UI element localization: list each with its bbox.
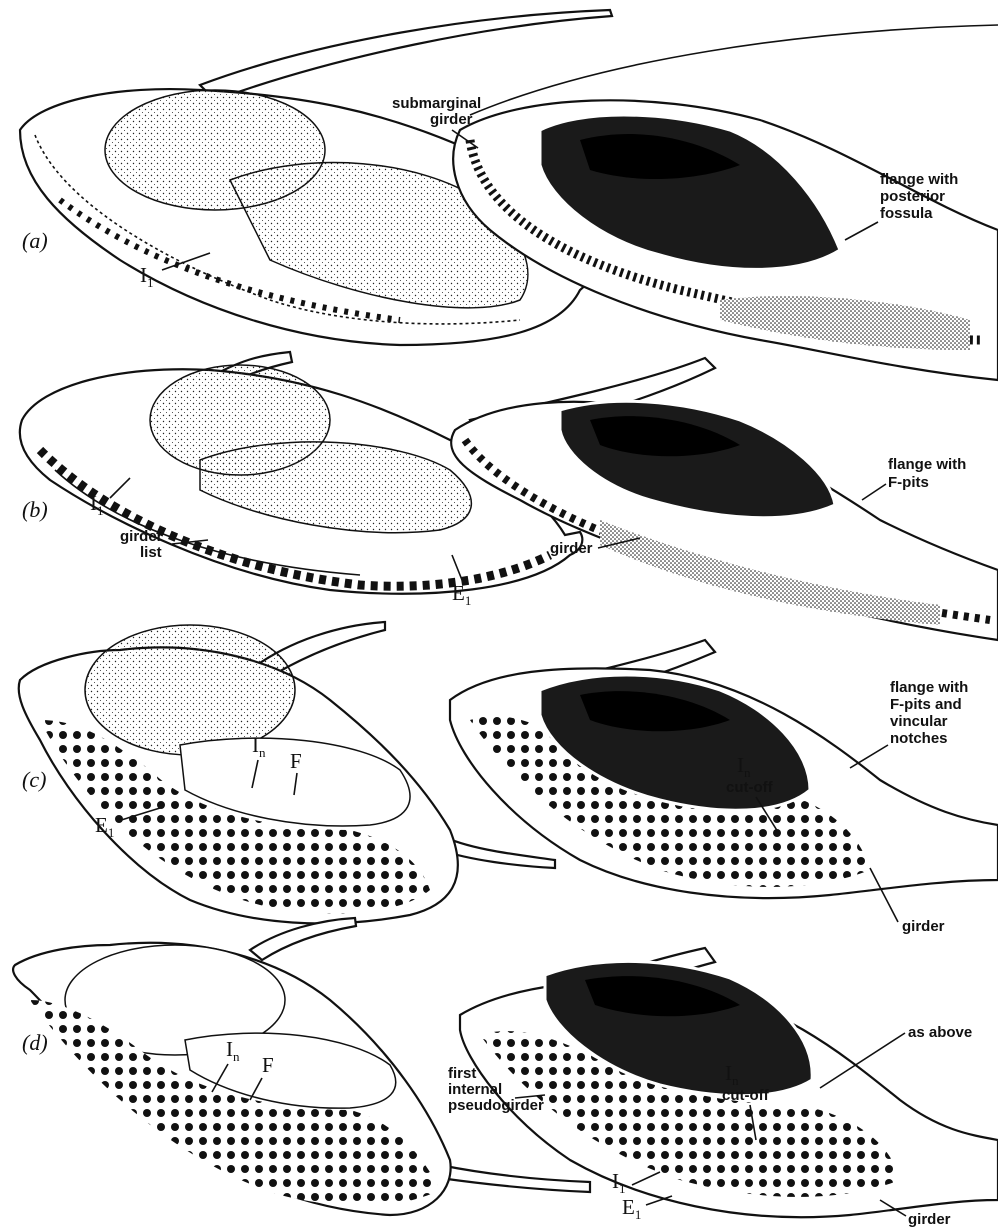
label-in-cutoff-d-text: cut-off xyxy=(722,1087,770,1104)
label-girder-list-b-line2: list xyxy=(140,544,162,561)
label-pseudogirder-d-line2: internal xyxy=(448,1081,502,1098)
label-pseudogirder-d-line1: first xyxy=(448,1065,476,1082)
label-e1-d: E1 xyxy=(622,1195,641,1222)
panel-d: (d) In F as above first internal pseudog… xyxy=(13,918,998,1228)
specimen-b-right xyxy=(451,358,998,640)
lobe-anterior-c xyxy=(85,625,295,755)
spine-d-left xyxy=(440,1165,590,1192)
label-f-c: F xyxy=(290,749,302,773)
label-submarginal-girder-a-line2: girder xyxy=(430,111,473,128)
horn-a-right xyxy=(470,25,998,115)
panel-label-a: (a) xyxy=(22,228,48,253)
label-flange-c-line2: F-pits and xyxy=(890,696,962,713)
label-f-d: F xyxy=(262,1053,274,1077)
label-flange-c-line3: vincular xyxy=(890,713,948,730)
label-flange-b-line1: flange with xyxy=(888,456,966,473)
horn-d-left xyxy=(250,918,356,960)
panel-a: (a) I1 submarginal girder flange with po… xyxy=(20,10,998,380)
label-flange-c-line4: notches xyxy=(890,730,948,747)
leader-flange-c xyxy=(850,745,888,768)
panel-label-b: (b) xyxy=(22,497,48,522)
specimen-c-left xyxy=(19,622,555,923)
label-flange-a-line1: flange with xyxy=(880,171,958,188)
panel-label-d: (d) xyxy=(22,1030,48,1055)
label-submarginal-girder-a-line1: submarginal xyxy=(392,95,481,112)
label-flange-a-line2: posterior xyxy=(880,188,945,205)
leader-flange-b xyxy=(862,484,886,500)
label-flange-a-line3: fossula xyxy=(880,205,933,222)
panel-label-c: (c) xyxy=(22,767,46,792)
panel-c: (c) In F E1 flange with F-pits and vincu… xyxy=(19,622,998,935)
label-in-cutoff-c-text: cut-off xyxy=(726,779,774,796)
label-girder-b: girder xyxy=(550,540,593,557)
label-pseudogirder-d-line3: pseudogirder xyxy=(448,1097,544,1114)
label-girder-c: girder xyxy=(902,918,945,935)
label-girder-list-b-line1: girder xyxy=(120,528,163,545)
label-as-above-d: as above xyxy=(908,1024,972,1041)
label-flange-c-line1: flange with xyxy=(890,679,968,696)
panel-b: (b) I1 girder list E1 flange with F-pits… xyxy=(20,352,998,640)
label-flange-b-line2: F-pits xyxy=(888,474,929,491)
label-girder-d: girder xyxy=(908,1211,951,1228)
